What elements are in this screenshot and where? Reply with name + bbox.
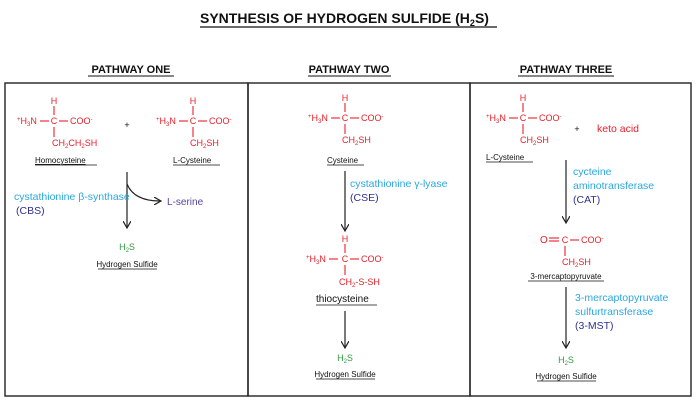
pathway-three-panel <box>469 82 692 397</box>
keto-acid-label: keto acid <box>597 123 639 135</box>
svg-text:COO-: COO- <box>361 113 384 123</box>
svg-text:C: C <box>562 235 569 245</box>
svg-text:C: C <box>520 113 527 123</box>
mercaptopyruvate-label: 3-mercaptopyruvate <box>530 272 602 281</box>
svg-text:+H3N: +H3N <box>17 116 37 128</box>
cse-enzyme-abbr: (CSE) <box>350 192 379 204</box>
cysteine-label-p2: Cysteine <box>327 156 359 165</box>
svg-text:CH2SH: CH2SH <box>520 135 549 147</box>
page-title: SYNTHESIS OF HYDROGEN SULFIDE (H2S) <box>200 10 489 28</box>
mst-enzyme-abbr: (3-MST) <box>575 320 614 332</box>
hydrogen-sulfide-label-p1: Hydrogen Sulfide <box>96 260 158 269</box>
l-cysteine-label-p1: L-Cysteine <box>173 156 212 165</box>
cysteine-molecule-p2: H +H3N C COO- CH2SH <box>308 93 384 147</box>
cbs-enzyme-name: cystathionine β-synthase <box>14 191 130 203</box>
homocysteine-molecule: H +H3N C COO- CH2CH2SH <box>17 96 97 150</box>
pathway-two-heading: PATHWAY TWO <box>309 64 390 76</box>
l-cysteine-molecule-p1: H +H3N C COO- CH2SH <box>156 96 232 150</box>
cat-enzyme-abbr: (CAT) <box>573 194 600 206</box>
svg-text:+H3N: +H3N <box>486 113 506 125</box>
h2s-product-p2: H2S <box>337 353 353 365</box>
pathway-one-plus: + <box>124 120 129 130</box>
svg-text:+H3N: +H3N <box>306 254 326 266</box>
l-cysteine-label-p3: L-Cysteine <box>486 153 525 162</box>
svg-text:H: H <box>190 96 197 106</box>
mst-enzyme-line1: 3-mercaptopyruvate <box>575 292 669 304</box>
svg-text:+H3N: +H3N <box>308 113 328 125</box>
homocysteine-label: Homocysteine <box>35 156 86 165</box>
cse-enzyme-name: cystathionine γ-lyase <box>350 178 448 190</box>
svg-text:COO-: COO- <box>70 116 93 126</box>
hydrogen-sulfide-label-p3: Hydrogen Sulfide <box>535 372 597 381</box>
svg-text:C: C <box>190 116 197 126</box>
svg-text:C: C <box>51 116 58 126</box>
svg-text:CH2CH2SH: CH2CH2SH <box>52 138 97 150</box>
l-serine-label: L-serine <box>167 197 204 208</box>
mercaptopyruvate-molecule: O C COO- CH2SH <box>540 235 604 269</box>
pathway-one-serine-arrow <box>126 183 160 201</box>
thiocysteine-label: thiocysteine <box>316 294 369 305</box>
h2s-product-p3: H2S <box>558 355 574 367</box>
svg-text:CH2SH: CH2SH <box>190 138 219 150</box>
svg-text:+H3N: +H3N <box>156 116 176 128</box>
svg-text:COO-: COO- <box>361 254 384 264</box>
svg-text:CH2SH: CH2SH <box>342 135 371 147</box>
svg-text:COO-: COO- <box>539 113 562 123</box>
pathway-three-heading: PATHWAY THREE <box>520 64 613 76</box>
svg-text:H: H <box>342 93 349 103</box>
mst-enzyme-line2: sulfurtransferase <box>575 306 653 318</box>
svg-text:CH2-S-SH: CH2-S-SH <box>339 277 380 289</box>
thiocysteine-molecule: H +H3N C COO- CH2-S-SH <box>306 234 384 289</box>
svg-text:O: O <box>540 235 548 246</box>
l-cysteine-molecule-p3: H +H3N C COO- CH2SH <box>486 93 562 147</box>
svg-text:H: H <box>51 96 58 106</box>
cat-enzyme-line2: aminotransferase <box>573 180 654 192</box>
pathway-three-plus: + <box>574 124 579 134</box>
svg-text:H: H <box>342 234 349 244</box>
h2s-product-p1: H2S <box>119 242 135 254</box>
svg-text:H: H <box>520 93 527 103</box>
svg-text:COO-: COO- <box>209 116 232 126</box>
cat-enzyme-line1: cycteine <box>573 166 612 178</box>
svg-text:CH2SH: CH2SH <box>562 257 591 269</box>
cbs-enzyme-abbr: (CBS) <box>16 205 45 217</box>
svg-text:C: C <box>342 254 349 264</box>
pathway-one-heading: PATHWAY ONE <box>91 64 170 76</box>
svg-text:COO-: COO- <box>581 235 604 245</box>
svg-text:C: C <box>342 113 349 123</box>
pathway-two-panel <box>247 82 471 397</box>
hydrogen-sulfide-label-p2: Hydrogen Sulfide <box>314 370 376 379</box>
